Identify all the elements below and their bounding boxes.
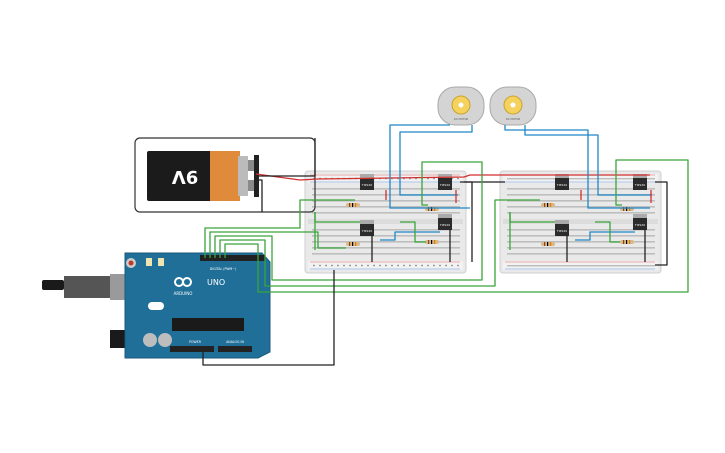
wire-motor1-c[interactable]: [380, 231, 440, 241]
transistor-b2-3-label: TIP120: [556, 229, 567, 233]
wire-motor2-a[interactable]: [504, 125, 650, 209]
arduino-uno[interactable]: ARDUINO UNO DIGITAL (PWM~) POWER ANALOG …: [42, 252, 271, 359]
wire-green-8[interactable]: [314, 212, 511, 250]
dc-motor-2[interactable]: DC MOTOR: [489, 86, 537, 126]
dc-motor-2-label: DC MOTOR: [506, 117, 521, 121]
transistor-b2-2[interactable]: TIP120: [633, 174, 647, 190]
dc-motor-1[interactable]: DC MOTOR: [437, 86, 485, 126]
transistor-b1-1-label: TIP120: [361, 183, 372, 187]
wire-ground-b2[interactable]: [566, 181, 668, 266]
resistor-b2-1[interactable]: [541, 203, 555, 207]
resistor-b1-3[interactable]: [346, 242, 360, 246]
transistor-b2-3[interactable]: TIP120: [555, 220, 569, 236]
wire-green-4[interactable]: [219, 199, 540, 287]
arduino-analog-label: ANALOG IN: [226, 340, 244, 344]
arduino-model-label: UNO: [207, 278, 225, 287]
wire-motor1-b[interactable]: [399, 125, 473, 196]
resistor-b1-4[interactable]: [425, 240, 439, 244]
wire-green-2[interactable]: [209, 231, 346, 258]
battery-label: 9V: [172, 166, 199, 187]
wire-green-1[interactable]: [204, 199, 355, 258]
breadboard-2[interactable]: [499, 170, 662, 274]
resistor-b2-4[interactable]: [620, 240, 634, 244]
transistor-b1-2-label: TIP120: [439, 183, 450, 187]
wire-ground-b1[interactable]: [371, 181, 473, 262]
dc-motor-1-label: DC MOTOR: [454, 117, 469, 121]
transistor-b2-4[interactable]: TIP120: [633, 214, 647, 230]
transistor-b2-2-label: TIP120: [634, 183, 645, 187]
wire-ground-arduino[interactable]: [202, 270, 335, 366]
wire-green-5[interactable]: [224, 159, 689, 293]
wire-motor2-c[interactable]: [575, 231, 635, 241]
wire-motor1-a[interactable]: [389, 124, 470, 209]
transistor-b2-4-label: TIP120: [634, 223, 645, 227]
wire-battery-positive[interactable]: [255, 173, 650, 181]
transistor-b1-3[interactable]: TIP120: [360, 220, 374, 236]
transistor-b1-3-label: TIP120: [361, 229, 372, 233]
transistor-b1-4-label: TIP120: [439, 223, 450, 227]
transistor-b1-4[interactable]: TIP120: [438, 214, 452, 230]
resistor-b2-3[interactable]: [541, 242, 555, 246]
arduino-brand-label: ARDUINO: [174, 291, 193, 296]
arduino-digital-label: DIGITAL (PWM~): [210, 267, 236, 271]
wire-green-3[interactable]: [214, 161, 483, 281]
arduino-power-label: POWER: [189, 340, 202, 344]
transistor-b1-1[interactable]: TIP120: [360, 174, 374, 190]
transistor-b2-1[interactable]: TIP120: [555, 174, 569, 190]
transistor-b2-1-label: TIP120: [556, 183, 567, 187]
transistor-b1-2[interactable]: TIP120: [438, 174, 452, 190]
resistor-b1-1[interactable]: [346, 203, 360, 207]
battery-9v[interactable]: 9V: [147, 151, 259, 201]
wire-battery-negative[interactable]: [256, 138, 316, 212]
